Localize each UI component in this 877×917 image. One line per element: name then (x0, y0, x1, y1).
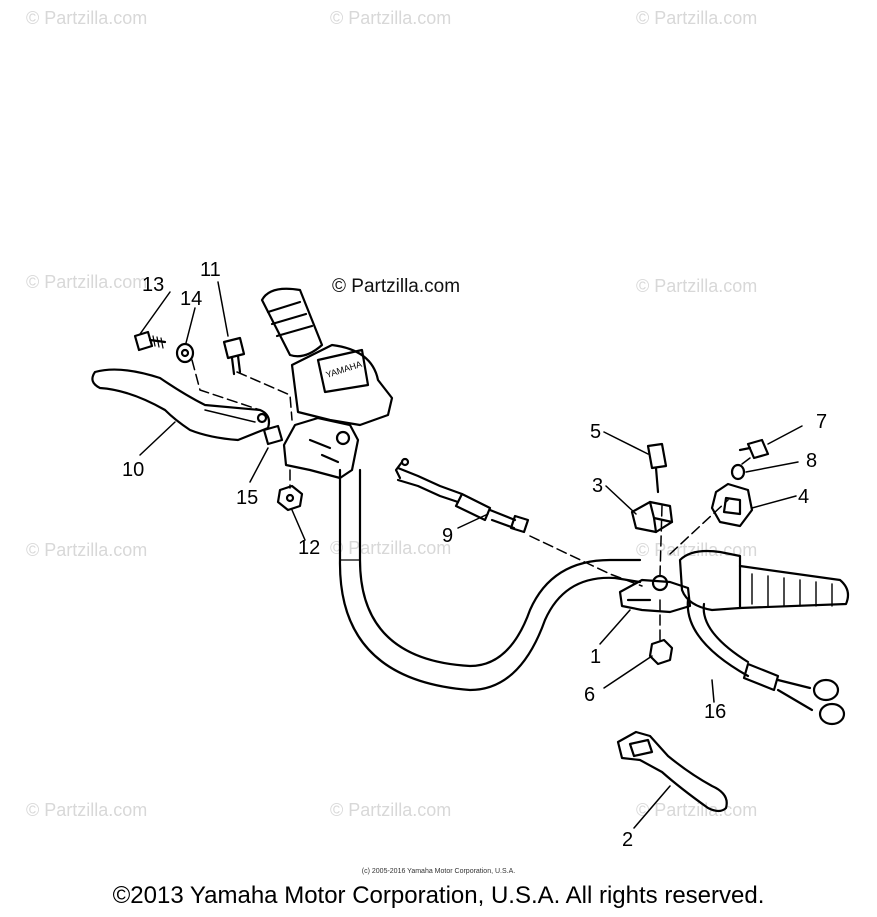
brake-lever-2 (616, 730, 728, 813)
left-lever-holder (282, 416, 360, 480)
callout-4: 4 (798, 486, 809, 508)
left-grip (260, 287, 324, 358)
leader-lines (139, 281, 803, 829)
left-switch-housing: YAMAHA (290, 343, 394, 427)
bolt-13 (133, 330, 167, 352)
callout-1: 1 (590, 646, 601, 668)
throttle-cover-3 (630, 500, 674, 534)
throttle-holder-1 (618, 574, 692, 614)
watermark: © Partzilla.com (26, 8, 148, 28)
callout-16: 16 (704, 701, 726, 723)
nut-6 (648, 638, 674, 666)
throttle-cable-16 (686, 598, 846, 726)
watermark: © Partzilla.com (330, 8, 452, 28)
svg-text:YAMAHA: YAMAHA (325, 359, 364, 380)
callout-2: 2 (622, 829, 633, 851)
watermark: © Partzilla.com (26, 272, 148, 292)
callout-3: 3 (592, 475, 603, 497)
left-assembly-lines (191, 359, 293, 489)
callout-15: 15 (236, 487, 258, 509)
screw-5 (646, 442, 668, 494)
callout-6: 6 (584, 684, 595, 706)
washer-14 (175, 342, 195, 364)
right-assembly-lines (529, 457, 751, 641)
screw-7 (738, 438, 770, 460)
washer-8 (730, 463, 746, 481)
nut-12 (276, 484, 304, 512)
callout-14: 14 (180, 288, 202, 310)
watermark: © Partzilla.com (636, 276, 758, 296)
center-watermark: © Partzilla.com (332, 276, 461, 297)
callout-5: 5 (590, 421, 601, 443)
watermark: © Partzilla.com (636, 540, 758, 560)
callout-11: 11 (200, 259, 221, 281)
watermark: © Partzilla.com (636, 8, 758, 28)
callout-labels: 1 2 3 4 5 6 7 8 9 10 11 12 13 14 15 16 (122, 259, 827, 851)
callout-10: 10 (122, 459, 144, 481)
copyright-main: ©2013 Yamaha Motor Corporation, U.S.A. A… (112, 882, 765, 909)
callout-12: 12 (298, 537, 320, 559)
callout-13: 13 (142, 274, 164, 296)
right-grip (678, 549, 850, 612)
watermark: © Partzilla.com (330, 800, 452, 820)
callout-9: 9 (442, 525, 453, 547)
handlebar-tube (338, 468, 642, 692)
watermark: © Partzilla.com (26, 540, 148, 560)
clutch-lever-10 (91, 368, 271, 442)
throttle-cap-4 (710, 482, 754, 528)
wire-harness-9 (394, 457, 530, 534)
bolt-11 (222, 336, 246, 376)
callout-8: 8 (806, 450, 817, 472)
pin-15 (262, 424, 284, 446)
copyright-small: (c) 2005-2016 Yamaha Motor Corporation, … (361, 868, 516, 875)
callout-7: 7 (816, 411, 827, 433)
watermark: © Partzilla.com (26, 800, 148, 820)
